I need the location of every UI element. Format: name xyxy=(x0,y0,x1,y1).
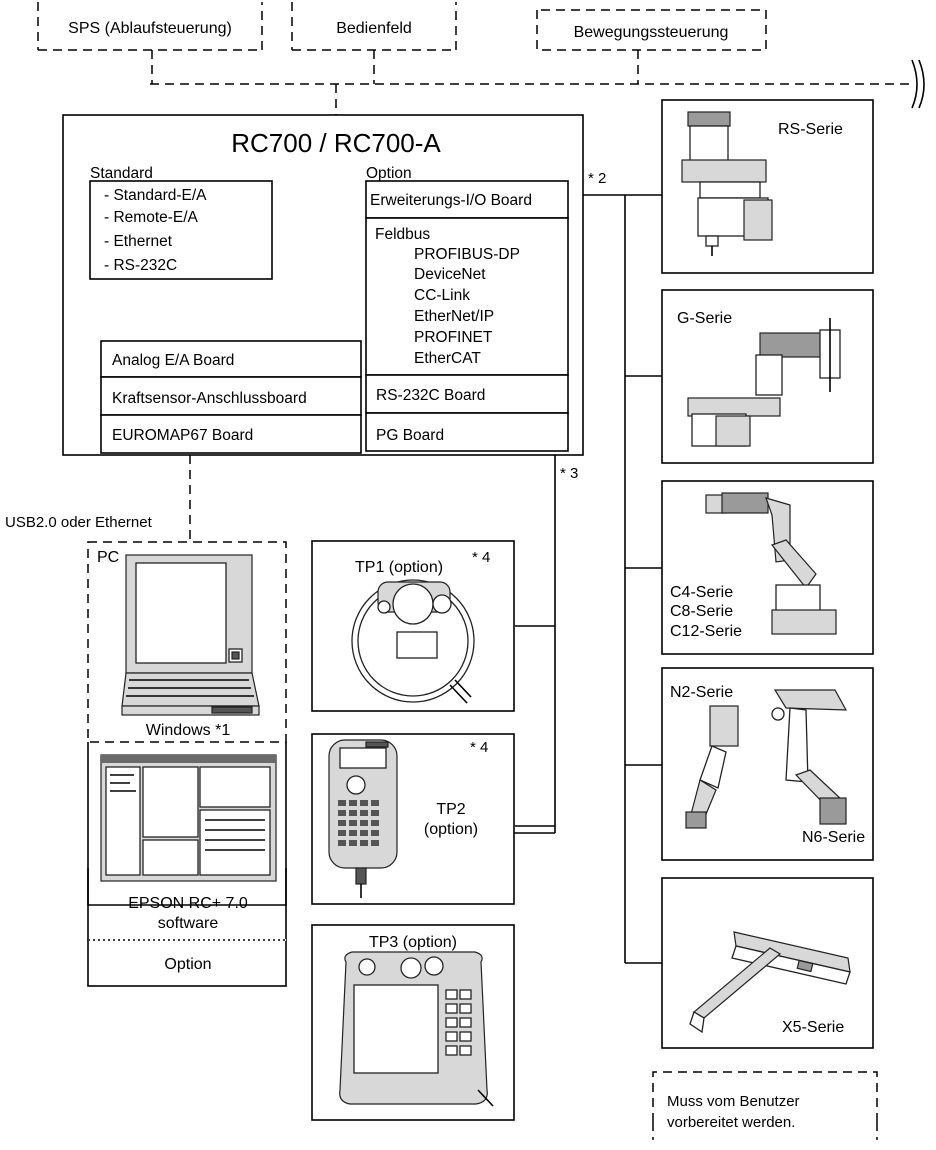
pc-box: PC Windows *1 xyxy=(88,542,286,742)
software-subtitle: software xyxy=(158,915,219,932)
standard-item: - RS-232C xyxy=(104,257,177,274)
fieldbus-item: PROFIBUS-DP xyxy=(414,246,520,263)
motion-control-box: Bewegungssteuerung xyxy=(537,10,766,50)
expansion-io-label: Erweiterungs-I/O Board xyxy=(370,192,532,209)
software-name: EPSON RC+ 7.0 xyxy=(128,895,248,912)
robot-bus: * 2 xyxy=(583,170,662,963)
fieldbus-item: CC-Link xyxy=(414,287,470,304)
fieldbus-item: PROFINET xyxy=(414,329,493,346)
os-label: Windows *1 xyxy=(146,722,231,739)
legend-line2: vorbereitet werden. xyxy=(667,1114,795,1131)
rs232c-board-label: RS-232C Board xyxy=(376,387,485,404)
n6-series-label: N6-Serie xyxy=(802,829,865,846)
analog-board-label: Analog E/A Board xyxy=(112,352,234,369)
fieldbus-item: EtherCAT xyxy=(414,350,481,367)
g-series-box: G-Serie xyxy=(662,290,873,463)
fieldbus-item: EtherNet/IP xyxy=(414,308,494,325)
c12-series-label: C12-Serie xyxy=(670,623,742,640)
panel-box: Bedienfeld xyxy=(292,2,456,50)
pc-label: PC xyxy=(97,549,119,566)
standard-heading: Standard xyxy=(90,165,153,182)
tp1-box: TP1 (option) * 4 xyxy=(312,541,514,711)
force-sensor-board-label: Kraftsensor-Anschlussboard xyxy=(112,390,307,407)
standard-item: - Ethernet xyxy=(104,233,173,250)
g-series-label: G-Serie xyxy=(677,310,732,327)
software-screenshot-icon xyxy=(101,755,276,881)
note-3: * 3 xyxy=(560,465,578,482)
tp1-pendant-icon xyxy=(352,580,474,703)
c4-series-label: C4-Serie xyxy=(670,584,733,601)
tp3-box: TP3 (option) xyxy=(312,925,514,1120)
tp1-label: TP1 (option) xyxy=(355,559,443,576)
pc-connection: USB2.0 oder Ethernet xyxy=(5,455,190,542)
option-box: Option xyxy=(88,940,286,986)
fieldbus-item: DeviceNet xyxy=(414,266,486,283)
pendant-bus: * 3 xyxy=(513,455,578,833)
euromap-board-label: EUROMAP67 Board xyxy=(112,427,253,444)
panel-label: Bedienfeld xyxy=(336,20,412,37)
plc-label: SPS (Ablaufsteuerung) xyxy=(68,20,232,37)
controller-title: RC700 / RC700-A xyxy=(231,128,441,158)
tp3-pendant-icon xyxy=(340,952,493,1106)
controller-box: RC700 / RC700-A Standard - Standard-E/A … xyxy=(63,115,583,455)
standard-item: - Standard-E/A xyxy=(104,187,207,204)
standard-item: - Remote-E/A xyxy=(104,209,199,226)
tp2-label: TP2 xyxy=(436,801,465,818)
note-2: * 2 xyxy=(588,170,606,187)
pc-connection-label: USB2.0 oder Ethernet xyxy=(5,514,153,531)
x5-series-box: X5-Serie xyxy=(662,878,873,1048)
tp2-option: (option) xyxy=(424,821,478,838)
c-series-box: C4-Serie C8-Serie C12-Serie xyxy=(662,481,873,654)
legend-line1: Muss vom Benutzer xyxy=(667,1093,800,1110)
c8-series-label: C8-Serie xyxy=(670,603,733,620)
n-series-box: N2-Serie N6-Serie xyxy=(662,668,873,860)
software-box: EPSON RC+ 7.0 software xyxy=(88,742,286,940)
tp3-label: TP3 (option) xyxy=(369,934,457,951)
legend: Muss vom Benutzer vorbereitet werden. xyxy=(653,1072,877,1140)
laptop-icon xyxy=(122,555,259,715)
x5-series-label: X5-Serie xyxy=(782,1019,844,1036)
option-heading: Option xyxy=(366,165,412,182)
note-4-tp1: * 4 xyxy=(472,549,490,566)
continuation-mark xyxy=(912,60,924,108)
pg-board-label: PG Board xyxy=(376,427,444,444)
plc-box: SPS (Ablaufsteuerung) xyxy=(38,2,262,50)
motion-control-label: Bewegungssteuerung xyxy=(574,24,729,41)
fieldbus-heading: Feldbus xyxy=(375,226,430,243)
n2-series-label: N2-Serie xyxy=(670,684,733,701)
option-label: Option xyxy=(164,956,211,973)
rs-series-label: RS-Serie xyxy=(778,121,843,138)
tp2-box: * 4 TP2 (option) xyxy=(312,734,514,904)
rs-series-box: RS-Serie xyxy=(662,100,873,273)
note-4-tp2: * 4 xyxy=(470,739,488,756)
